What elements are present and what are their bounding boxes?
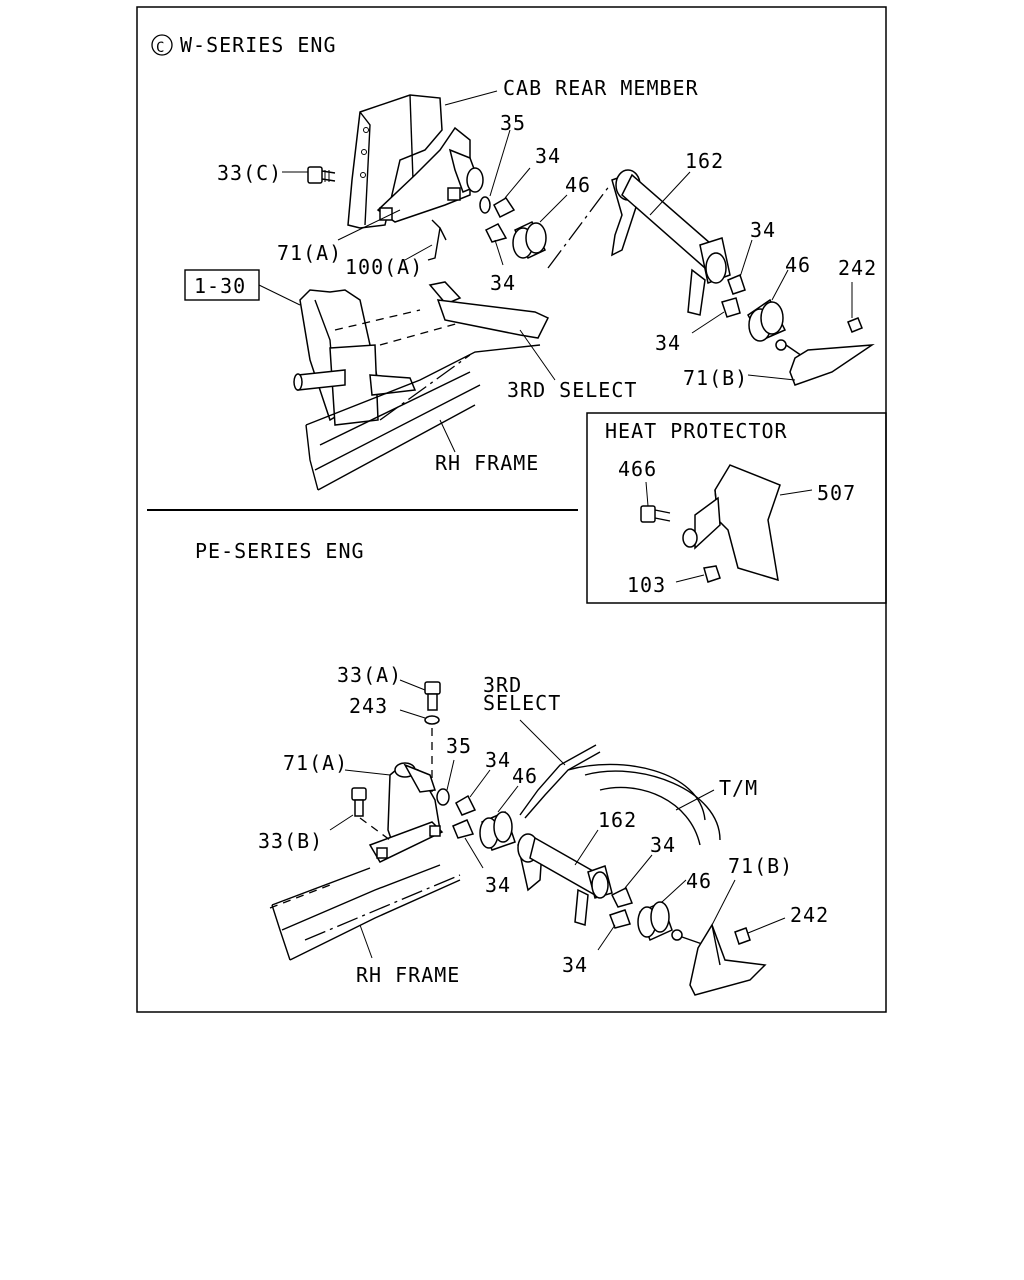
w-label-71a: 71(A) [277,241,342,265]
hp-label-103: 103 [627,573,666,597]
w-label-242: 242 [838,256,877,280]
pe-bushing-46-drawing [479,810,516,851]
pe-shaft-162-drawing [517,833,613,926]
w-label-cab-rear-member: CAB REAR MEMBER [503,76,699,100]
bolt-466-drawing [640,505,671,523]
pe-label-tm: T/M [719,776,758,800]
heat-protector-title: HEAT PROTECTOR [605,419,788,443]
w-label-33c: 33(C) [217,161,282,185]
pe-label-33b: 33(B) [258,829,323,853]
cab-rear-member-drawing [347,94,484,229]
w-label-100a: 100(A) [345,255,423,279]
w-label-46-right: 46 [785,253,811,277]
bracket-71b-drawing [775,339,875,386]
heat-protector-box [586,412,887,604]
w-label-34-right-lower: 34 [655,331,681,355]
pe-label-243: 243 [349,694,388,718]
bolt-33a-drawing [424,681,441,725]
pe-series-title: PE-SERIES ENG [195,539,365,563]
pe-label-46-left: 46 [512,764,538,788]
w-label-34-upper: 34 [535,144,561,168]
w-label-1-30: 1-30 [194,274,246,298]
pe-bracket-71b-drawing [671,923,767,996]
heat-protector-plate-drawing [682,464,781,582]
bolt-33c-drawing [307,166,336,184]
pe-label-rh-frame: RH FRAME [356,963,460,987]
w-label-162: 162 [685,149,724,173]
pe-label-35: 35 [446,734,472,758]
pe-label-3rd: 3RD [483,673,522,697]
pe-label-71b: 71(B) [728,854,793,878]
w-label-rh-frame: RH FRAME [435,451,539,475]
bushing-46-drawing [512,221,547,259]
pe-label-33a: 33(A) [337,663,402,687]
hp-label-466: 466 [618,457,657,481]
bushing-46-right-drawing [747,298,787,342]
pe-label-162: 162 [598,808,637,832]
pe-bushing-46-right-drawing [637,900,673,942]
pe-series-section: PE-SERIES ENG 33(A) 243 71(A) 33(B [195,539,829,996]
w-series-section: C W-SERIES ENG CAB REAR MEMBER 33(C) [151,33,877,491]
w-series-title: W-SERIES ENG [180,33,337,57]
w-label-34-right-upper: 34 [750,218,776,242]
pe-label-71a: 71(A) [283,751,348,775]
circle-c-symbol [151,34,173,56]
heat-protector-section: HEAT PROTECTOR 507 466 103 [605,419,856,597]
w-label-3rd-select: 3RD SELECT [507,378,637,402]
w-label-46-left: 46 [565,173,591,197]
pe-label-select: SELECT [483,691,561,715]
w-label-71b: 71(B) [683,366,748,390]
w-label-35: 35 [500,111,526,135]
pe-frame-drawing [269,864,461,961]
pe-label-46-right: 46 [686,869,712,893]
hp-label-507: 507 [817,481,856,505]
pe-label-34-upper: 34 [485,748,511,772]
pe-label-34-right-upper: 34 [650,833,676,857]
bolt-33b-drawing [351,787,367,817]
w-frame-drawing [293,281,550,491]
circle-c-letter: C [156,40,165,56]
pe-label-34-lower: 34 [485,873,511,897]
pe-label-242: 242 [790,903,829,927]
bracket-71a-drawing [368,762,444,863]
pe-label-34-right-lower: 34 [562,953,588,977]
shaft-162-drawing [611,169,731,316]
w-label-34-lower: 34 [490,271,516,295]
